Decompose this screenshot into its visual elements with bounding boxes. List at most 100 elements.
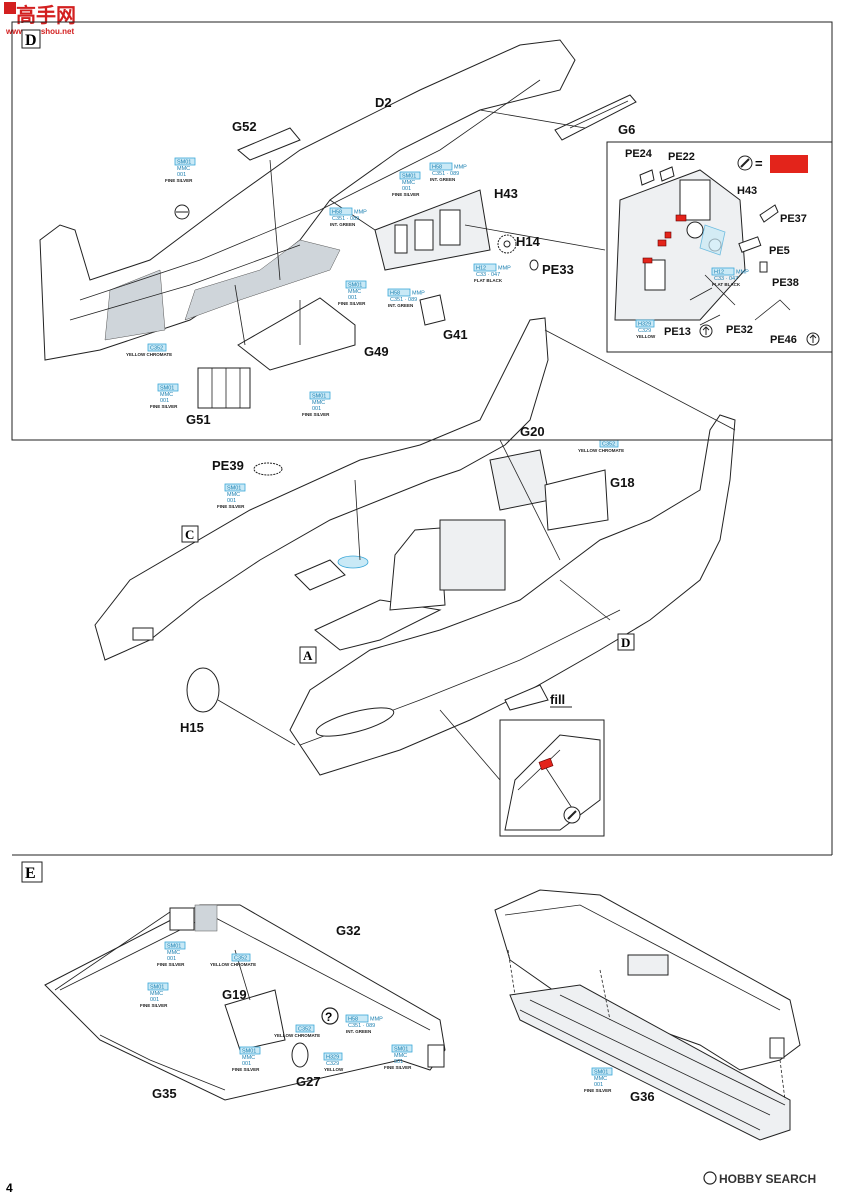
part-g41 xyxy=(419,294,446,326)
svg-text:D: D xyxy=(25,32,37,49)
e-right-frame xyxy=(494,889,801,1141)
svg-text:C329: C329 xyxy=(638,328,651,334)
svg-text:MMC: MMC xyxy=(242,1055,255,1061)
marker-d: D xyxy=(617,633,635,651)
e-left-frame xyxy=(44,904,446,1101)
svg-text:INT. GREEN: INT. GREEN xyxy=(430,177,455,182)
svg-text:MMC: MMC xyxy=(160,392,173,398)
paint-callout: C352 YELLOW CHROMATE xyxy=(210,953,256,967)
paint-callout: SM01 MMC 001 FINE SILVER xyxy=(302,391,331,417)
svg-text:SM01: SM01 xyxy=(348,283,362,289)
svg-text:FINE SILVER: FINE SILVER xyxy=(157,962,185,967)
svg-text:YELLOW: YELLOW xyxy=(636,334,656,339)
label-pe38: PE38 xyxy=(772,277,799,289)
svg-text:H58: H58 xyxy=(432,165,442,171)
part-pe33 xyxy=(529,259,539,271)
svg-text:YELLOW CHROMATE: YELLOW CHROMATE xyxy=(210,962,256,967)
paint-callout: C352 YELLOW CHROMATE xyxy=(126,343,172,357)
svg-text:MMP: MMP xyxy=(412,291,425,297)
svg-text:MMP: MMP xyxy=(370,1017,383,1023)
paint-callout: C352 YELLOW CHROMATE xyxy=(578,439,624,453)
svg-text:C352: C352 xyxy=(150,346,163,352)
label-pe32: PE32 xyxy=(726,324,753,336)
svg-text:MMC: MMC xyxy=(348,289,361,295)
paint-callout: SM01 MMC 001 FINE SILVER xyxy=(165,157,196,183)
watermark-site: HOBBY SEARCH xyxy=(703,1171,816,1186)
svg-text:001: 001 xyxy=(242,1061,251,1067)
marker-a: A xyxy=(299,646,317,664)
svg-text:YELLOW: YELLOW xyxy=(324,1067,344,1072)
paint-callout: SM01 MMC 001 FINE SILVER xyxy=(384,1044,413,1070)
paint-callout: H329 C329 YELLOW xyxy=(323,1052,344,1072)
svg-text:MMC: MMC xyxy=(394,1053,407,1059)
fill-detail-drawing xyxy=(504,734,601,831)
svg-text:FINE SILVER: FINE SILVER xyxy=(217,504,245,509)
svg-text:FINE SILVER: FINE SILVER xyxy=(232,1067,260,1072)
svg-text:E: E xyxy=(25,865,36,882)
label-g20: G20 xyxy=(520,424,545,439)
paint-callout: H329 C329 YELLOW xyxy=(635,319,656,339)
label-g51: G51 xyxy=(186,412,211,427)
svg-text:H58: H58 xyxy=(390,291,400,297)
fuselage-assembly xyxy=(94,317,736,781)
label-inset-h43: H43 xyxy=(737,185,757,197)
section-e-marker: E xyxy=(21,861,43,883)
svg-text:C352: C352 xyxy=(602,442,615,448)
label-g18: G18 xyxy=(610,475,635,490)
paint-callout: SM01 MMC 001 FINE SILVER xyxy=(392,171,421,197)
svg-text:A: A xyxy=(303,648,313,663)
paint-brush-icon xyxy=(737,155,753,171)
svg-text:H12: H12 xyxy=(714,270,724,276)
label-pe39: PE39 xyxy=(212,458,244,473)
svg-text:FINE SILVER: FINE SILVER xyxy=(150,404,178,409)
svg-text:C: C xyxy=(185,527,194,542)
part-g49 xyxy=(237,297,356,371)
svg-text:MMC: MMC xyxy=(312,400,325,406)
svg-text:MMP: MMP xyxy=(454,165,467,171)
section-d-marker: D xyxy=(21,29,41,49)
svg-text:C351 · 089: C351 · 089 xyxy=(332,216,359,222)
svg-text:C329: C329 xyxy=(326,1061,339,1067)
svg-text:YELLOW CHROMATE: YELLOW CHROMATE xyxy=(126,352,172,357)
paint-callout: SM01 MMC 001 FINE SILVER xyxy=(338,280,367,306)
label-g52: G52 xyxy=(232,119,257,134)
color-key-swatch xyxy=(770,155,808,173)
part-g52 xyxy=(237,127,301,161)
label-pe33: PE33 xyxy=(542,262,574,277)
svg-text:MMC: MMC xyxy=(167,950,180,956)
paint-callout: H12 MMP C33 · 047 FLAT BLACK xyxy=(711,267,749,287)
svg-text:H329: H329 xyxy=(326,1055,339,1061)
svg-text:YELLOW CHROMATE: YELLOW CHROMATE xyxy=(578,448,624,453)
label-g36: G36 xyxy=(630,1089,655,1104)
svg-text:C352: C352 xyxy=(234,956,247,962)
svg-text:001: 001 xyxy=(167,956,176,962)
svg-text:SM01: SM01 xyxy=(177,160,191,166)
fuselage-half-d2 xyxy=(39,39,576,361)
svg-text:MMC: MMC xyxy=(177,166,190,172)
svg-text:?: ? xyxy=(325,1010,332,1024)
label-g19: G19 xyxy=(222,987,247,1002)
svg-text:H58: H58 xyxy=(332,210,342,216)
label-g27: G27 xyxy=(296,1074,321,1089)
label-g35: G35 xyxy=(152,1086,177,1101)
svg-text:MMC: MMC xyxy=(150,991,163,997)
svg-text:FLAT BLACK: FLAT BLACK xyxy=(712,282,741,287)
svg-text:001: 001 xyxy=(594,1082,603,1088)
svg-text:INT. GREEN: INT. GREEN xyxy=(330,222,355,227)
paint-callout: SM01 MMC 001 FINE SILVER xyxy=(584,1067,613,1093)
paint-callout: H12 MMP C33 · 047 FLAT BLACK xyxy=(473,263,511,283)
svg-text:YELLOW CHROMATE: YELLOW CHROMATE xyxy=(274,1033,320,1038)
svg-text:MMP: MMP xyxy=(736,270,749,276)
label-pe24: PE24 xyxy=(625,148,653,160)
svg-text:SM01: SM01 xyxy=(312,394,326,400)
svg-text:001: 001 xyxy=(402,186,411,192)
paint-callout: H58 MMP C351 · 089 INT. GREEN xyxy=(387,288,425,308)
svg-text:SM01: SM01 xyxy=(242,1049,256,1055)
svg-text:001: 001 xyxy=(348,295,357,301)
svg-text:001: 001 xyxy=(177,172,186,178)
svg-text:SM01: SM01 xyxy=(150,985,164,991)
label-g41: G41 xyxy=(443,327,468,342)
part-g51 xyxy=(197,367,251,409)
svg-text:FLAT BLACK: FLAT BLACK xyxy=(474,278,503,283)
paint-callout: H58 MMP C351 · 089 INT. GREEN xyxy=(429,162,467,182)
